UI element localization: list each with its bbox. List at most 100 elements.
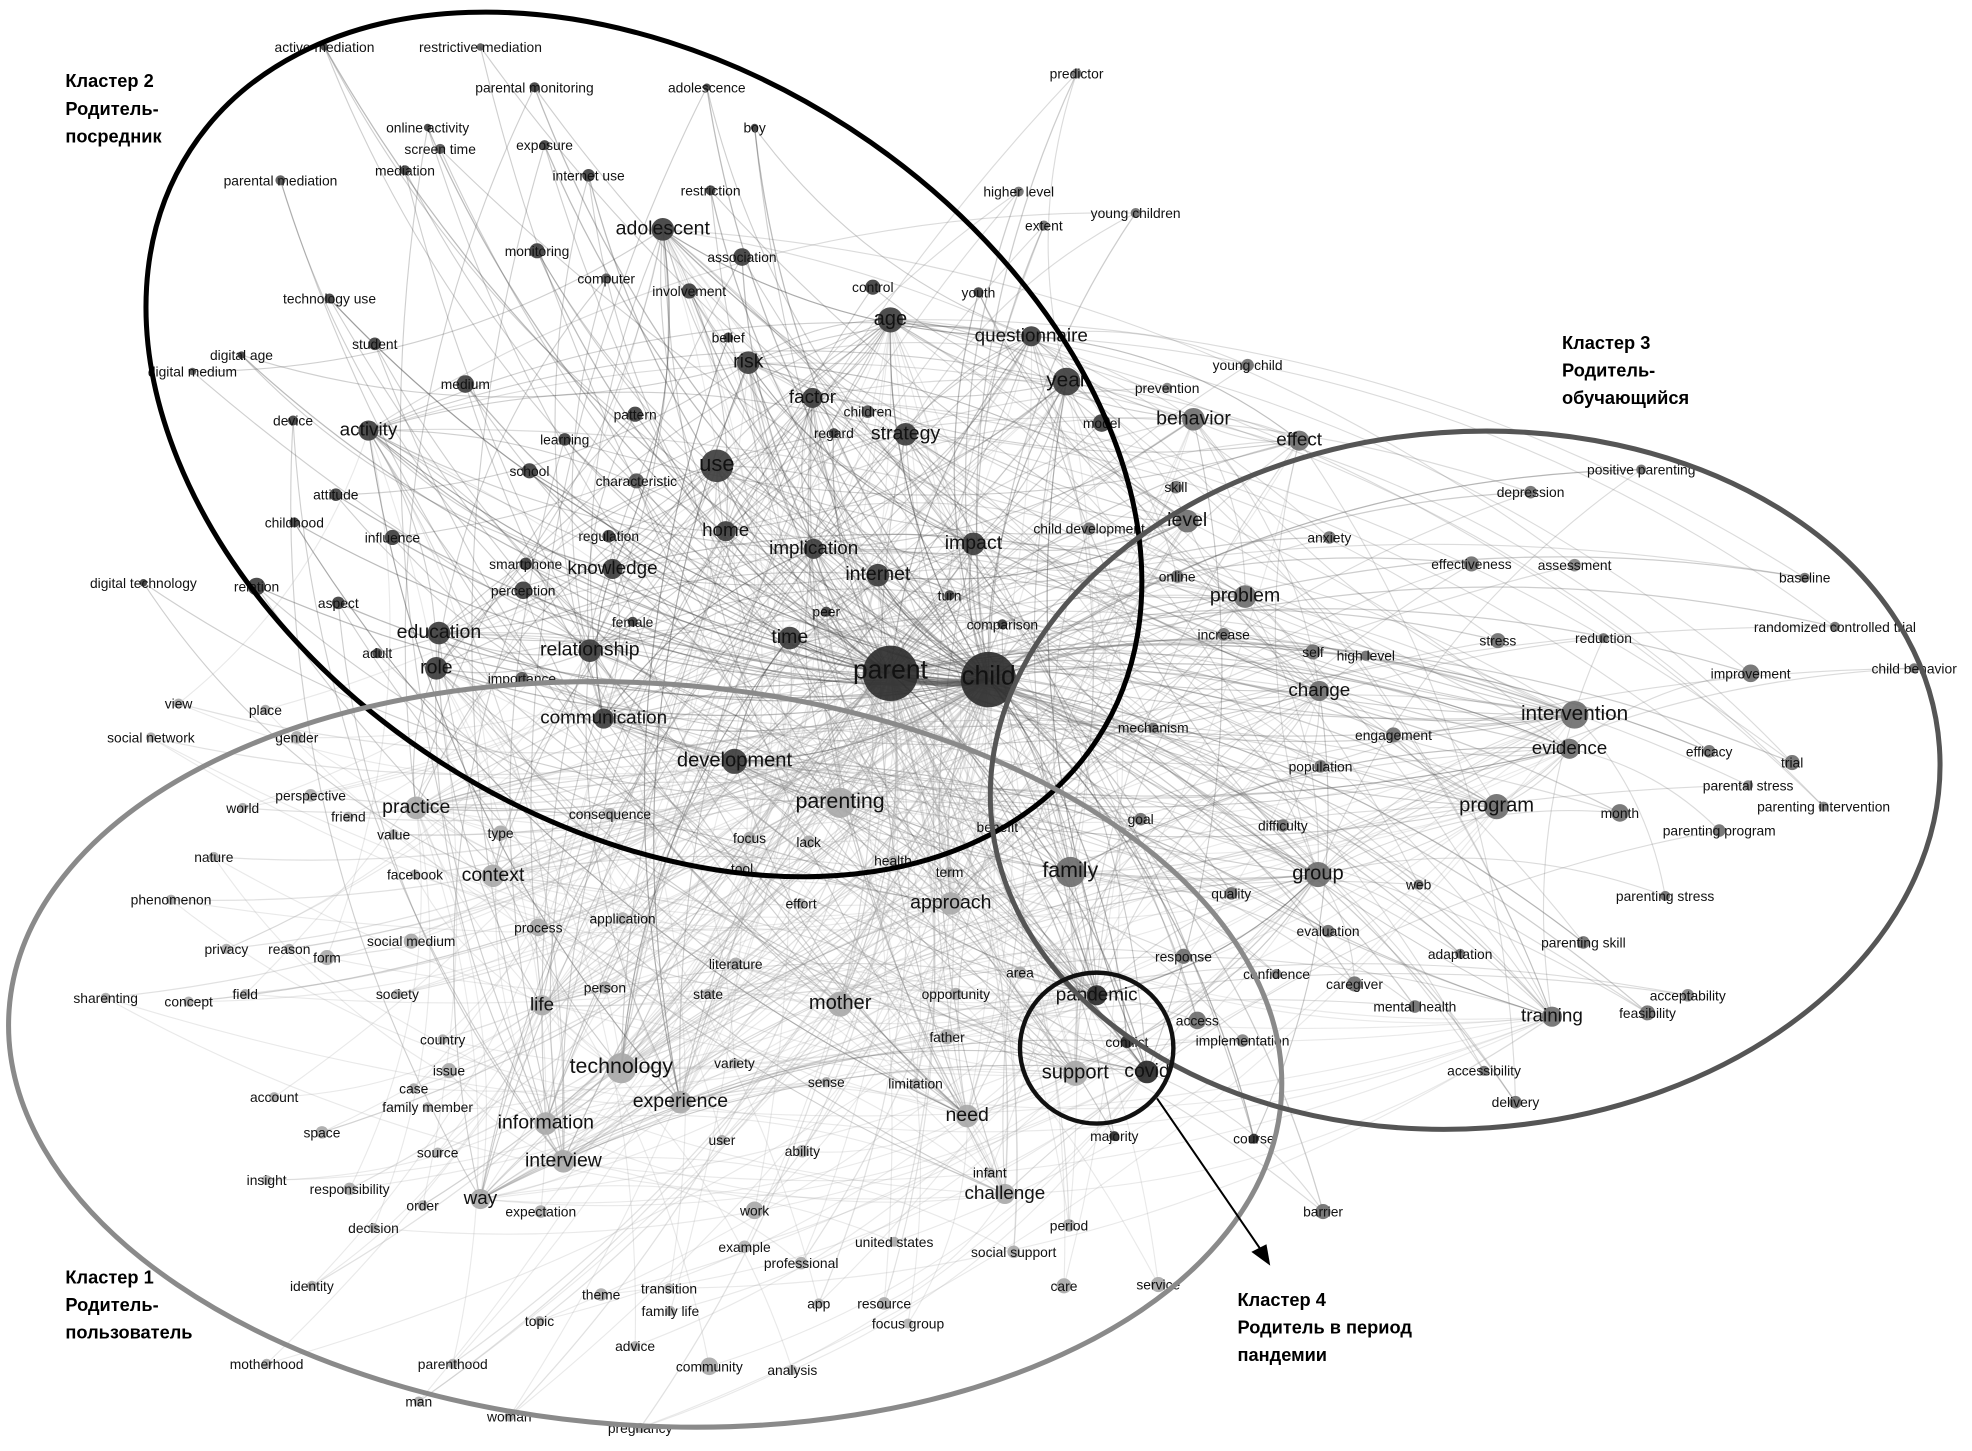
- network-node[interactable]: confidence: [1243, 966, 1310, 982]
- network-node[interactable]: parenting stress: [1616, 888, 1714, 904]
- network-node[interactable]: group: [1292, 861, 1344, 888]
- network-node[interactable]: problem: [1210, 585, 1280, 608]
- network-node[interactable]: evidence: [1532, 737, 1608, 759]
- network-node[interactable]: person: [584, 980, 626, 996]
- network-node[interactable]: service: [1136, 1277, 1180, 1293]
- network-node[interactable]: transition: [641, 1280, 697, 1296]
- network-node[interactable]: mental health: [1373, 999, 1456, 1015]
- network-node[interactable]: parental mediation: [224, 172, 338, 188]
- network-node[interactable]: process: [514, 918, 563, 937]
- network-node[interactable]: responsibility: [310, 1181, 390, 1197]
- network-node[interactable]: year: [1046, 367, 1087, 396]
- network-node[interactable]: experience: [633, 1090, 728, 1114]
- network-node[interactable]: medium: [441, 375, 490, 393]
- network-node[interactable]: challenge: [964, 1182, 1045, 1205]
- network-node[interactable]: screen time: [404, 141, 476, 157]
- network-node[interactable]: effectiveness: [1431, 556, 1512, 572]
- network-node[interactable]: engagement: [1355, 727, 1432, 743]
- network-node[interactable]: young children: [1091, 205, 1181, 221]
- network-node[interactable]: age: [874, 307, 908, 333]
- network-node[interactable]: adaptation: [1428, 946, 1493, 962]
- network-node[interactable]: comparison: [967, 616, 1038, 632]
- network-node[interactable]: advice: [615, 1338, 655, 1354]
- network-node[interactable]: parenthood: [418, 1356, 488, 1372]
- network-node[interactable]: digital medium: [148, 364, 237, 380]
- network-node[interactable]: association: [707, 248, 777, 266]
- network-node[interactable]: parental stress: [1703, 777, 1794, 793]
- network-node[interactable]: privacy: [204, 941, 248, 957]
- network-node[interactable]: field: [233, 986, 258, 1002]
- network-node[interactable]: expectation: [505, 1204, 576, 1220]
- network-node[interactable]: life: [530, 993, 554, 1016]
- network-node[interactable]: period: [1050, 1217, 1088, 1233]
- network-node[interactable]: motherhood: [230, 1356, 304, 1372]
- network-node[interactable]: control: [852, 279, 894, 295]
- network-node[interactable]: social network: [107, 729, 195, 745]
- network-node[interactable]: trial: [1781, 755, 1803, 771]
- network-node[interactable]: evaluation: [1297, 923, 1360, 939]
- network-node[interactable]: view: [165, 696, 194, 712]
- network-node[interactable]: high level: [1337, 648, 1395, 664]
- network-node[interactable]: family member: [382, 1099, 473, 1115]
- network-node[interactable]: interview: [525, 1149, 603, 1173]
- network-node[interactable]: professional: [764, 1255, 839, 1271]
- network-node[interactable]: world: [225, 800, 259, 816]
- network-node[interactable]: space: [304, 1124, 341, 1140]
- network-node[interactable]: phenomenon: [131, 892, 212, 908]
- network-node[interactable]: impact: [945, 532, 1003, 556]
- network-node[interactable]: skill: [1164, 479, 1187, 495]
- network-node[interactable]: value: [377, 826, 410, 842]
- network-node[interactable]: student: [352, 336, 398, 352]
- network-node[interactable]: internet: [845, 563, 911, 587]
- network-node[interactable]: implication: [769, 537, 858, 559]
- network-node[interactable]: lack: [796, 834, 821, 850]
- network-node[interactable]: relationship: [540, 639, 640, 662]
- network-node[interactable]: behavior: [1156, 407, 1231, 431]
- network-node[interactable]: self: [1302, 644, 1324, 660]
- network-node[interactable]: intervention: [1521, 700, 1628, 729]
- network-node[interactable]: area: [1006, 965, 1034, 981]
- network-node[interactable]: decision: [348, 1220, 399, 1236]
- network-node[interactable]: change: [1288, 679, 1350, 701]
- network-node[interactable]: anxiety: [1307, 530, 1351, 546]
- network-node[interactable]: focus group: [872, 1316, 945, 1332]
- network-node[interactable]: literature: [709, 956, 763, 972]
- network-node[interactable]: children: [844, 404, 892, 420]
- network-node[interactable]: father: [929, 1029, 965, 1045]
- network-node[interactable]: limitation: [888, 1075, 943, 1091]
- network-node[interactable]: mediation: [375, 162, 435, 178]
- network-node[interactable]: education: [397, 621, 482, 645]
- network-node[interactable]: covid: [1124, 1060, 1170, 1084]
- network-node[interactable]: adult: [362, 645, 392, 661]
- network-node[interactable]: increase: [1198, 626, 1251, 642]
- network-node[interactable]: community: [676, 1357, 743, 1376]
- network-node[interactable]: accessibility: [1447, 1063, 1521, 1079]
- network-node[interactable]: assessment: [1538, 557, 1612, 573]
- network-node[interactable]: turn: [938, 587, 962, 603]
- network-node[interactable]: source: [417, 1145, 459, 1161]
- network-node[interactable]: parenting skill: [1541, 934, 1626, 950]
- network-node[interactable]: role: [420, 656, 453, 680]
- network-node[interactable]: feasibility: [1619, 1005, 1676, 1021]
- network-node[interactable]: case: [399, 1080, 429, 1096]
- network-node[interactable]: majority: [1090, 1128, 1138, 1144]
- network-node[interactable]: example: [718, 1239, 771, 1255]
- network-node[interactable]: restriction: [681, 182, 741, 198]
- network-node[interactable]: approach: [910, 891, 991, 915]
- network-node[interactable]: child development: [1033, 521, 1145, 537]
- network-node[interactable]: course: [1233, 1131, 1275, 1147]
- network-node[interactable]: regulation: [578, 528, 639, 544]
- network-node[interactable]: characteristic: [596, 473, 678, 489]
- network-node[interactable]: online: [1159, 568, 1196, 584]
- network-node[interactable]: mechanism: [1118, 719, 1189, 735]
- network-node[interactable]: communication: [540, 707, 667, 729]
- network-node[interactable]: exposure: [516, 137, 573, 153]
- network-node[interactable]: questionnaire: [975, 324, 1088, 347]
- network-node[interactable]: variety: [714, 1055, 755, 1071]
- network-node[interactable]: restrictive mediation: [419, 39, 542, 55]
- network-node[interactable]: pattern: [614, 406, 657, 422]
- network-node[interactable]: attitude: [313, 487, 359, 503]
- network-node[interactable]: regard: [814, 425, 854, 441]
- network-node[interactable]: use: [699, 449, 735, 483]
- network-node[interactable]: prevention: [1135, 380, 1200, 396]
